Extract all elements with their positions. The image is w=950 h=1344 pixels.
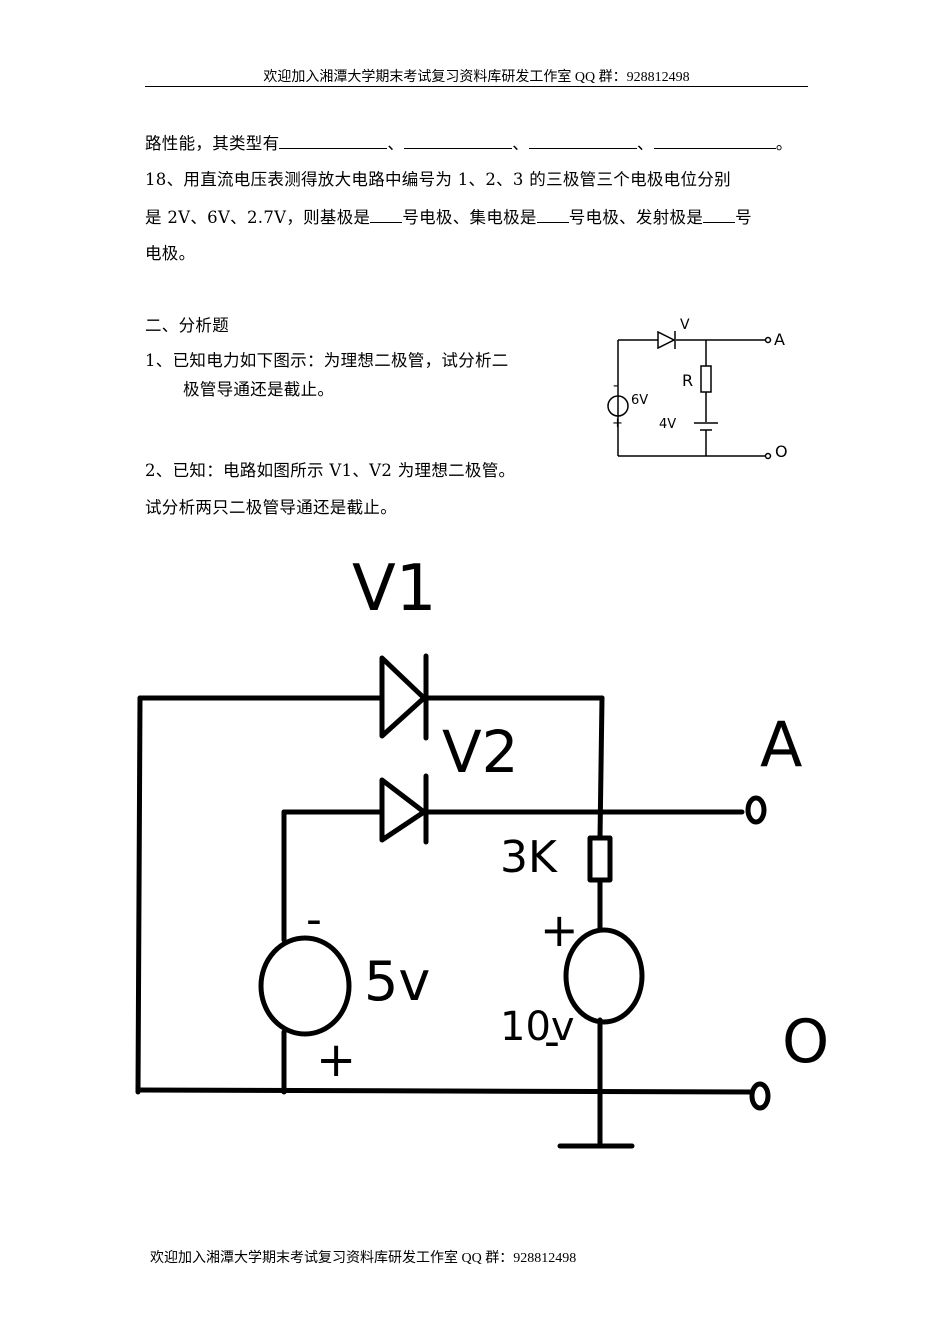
blank-4 — [653, 134, 776, 149]
q18-line3: 电极。 — [145, 244, 196, 263]
c2-10v-label: 10v — [500, 1004, 575, 1050]
q17-line: 路性能，其类型有 、 、 、 。 — [145, 130, 793, 154]
period: 。 — [775, 134, 793, 153]
problem2-line2: 试分析两只二极管导通还是截止。 — [145, 498, 397, 517]
c2-terminal-o: O — [782, 1007, 829, 1077]
blank-1 — [279, 134, 388, 149]
circuit-2-diagram: V1 V2 3K 5v 10v A O - + + - — [135, 552, 829, 1149]
c1-minus: - — [613, 378, 618, 394]
c2-5v-plus: + — [316, 1032, 356, 1088]
problem1-line2: 极管导通还是截止。 — [183, 380, 335, 399]
c1-plus: + — [612, 416, 623, 431]
separator: 、 — [512, 134, 530, 153]
blank-emitter — [703, 208, 736, 223]
q18-text-b: 号电极、集电极是 — [402, 208, 537, 227]
q18-line2: 是 2V、6V、2.7V，则基极是 号电极、集电极是 号电极、发射极是 号 — [145, 204, 752, 228]
page-footer: 欢迎加入湘潭大学期末考试复习资料库研发工作室 QQ 群：928812498 — [150, 1251, 577, 1266]
c2-v2-label: V2 — [442, 718, 519, 786]
problem1-line1: 1、已知电力如下图示：为理想二极管，试分析二 — [145, 351, 509, 370]
c2-10v-plus: + — [540, 903, 579, 957]
c2-10v-minus: - — [544, 1016, 560, 1067]
q18-line1: 18、用直流电压表测得放大电路中编号为 1、2、3 的三极管三个电极电位分别 — [145, 170, 731, 189]
c1-terminal-o: O — [775, 442, 788, 461]
c1-source-label: 6V — [631, 393, 648, 408]
header-rule — [145, 86, 808, 87]
c2-5v-minus: - — [306, 894, 322, 945]
q17-text: 路性能，其类型有 — [145, 134, 280, 153]
c2-terminal-a: A — [760, 708, 802, 781]
c2-v1-label: V1 — [352, 552, 437, 626]
separator: 、 — [637, 134, 654, 153]
q18-text-c: 号电极、发射极是 — [568, 208, 704, 227]
blank-2 — [404, 134, 513, 149]
blank-base — [370, 208, 403, 223]
section-title: 二、分析题 — [145, 316, 229, 335]
c1-terminal-a: A — [774, 330, 785, 349]
page-header: 欢迎加入湘潭大学期末考试复习资料库研发工作室 QQ 群：928812498 — [263, 70, 690, 85]
c1-diode-label: V — [680, 317, 690, 333]
blank-collector — [536, 208, 569, 223]
circuit-1-diagram: V R 6V 4V A O - + — [607, 317, 788, 461]
blank-3 — [529, 134, 638, 149]
problem2-line1: 2、已知：电路如图所示 V1、V2 为理想二极管。 — [145, 461, 516, 480]
q18-text-a: 是 2V、6V、2.7V，则基极是 — [145, 208, 371, 227]
c2-resistor-label: 3K — [500, 832, 558, 883]
c1-resistor-label: R — [682, 371, 693, 390]
c1-battery-label: 4V — [659, 417, 676, 432]
q18-text-d: 号 — [735, 208, 752, 227]
c2-5v-label: 5v — [364, 950, 430, 1013]
separator: 、 — [387, 134, 405, 153]
